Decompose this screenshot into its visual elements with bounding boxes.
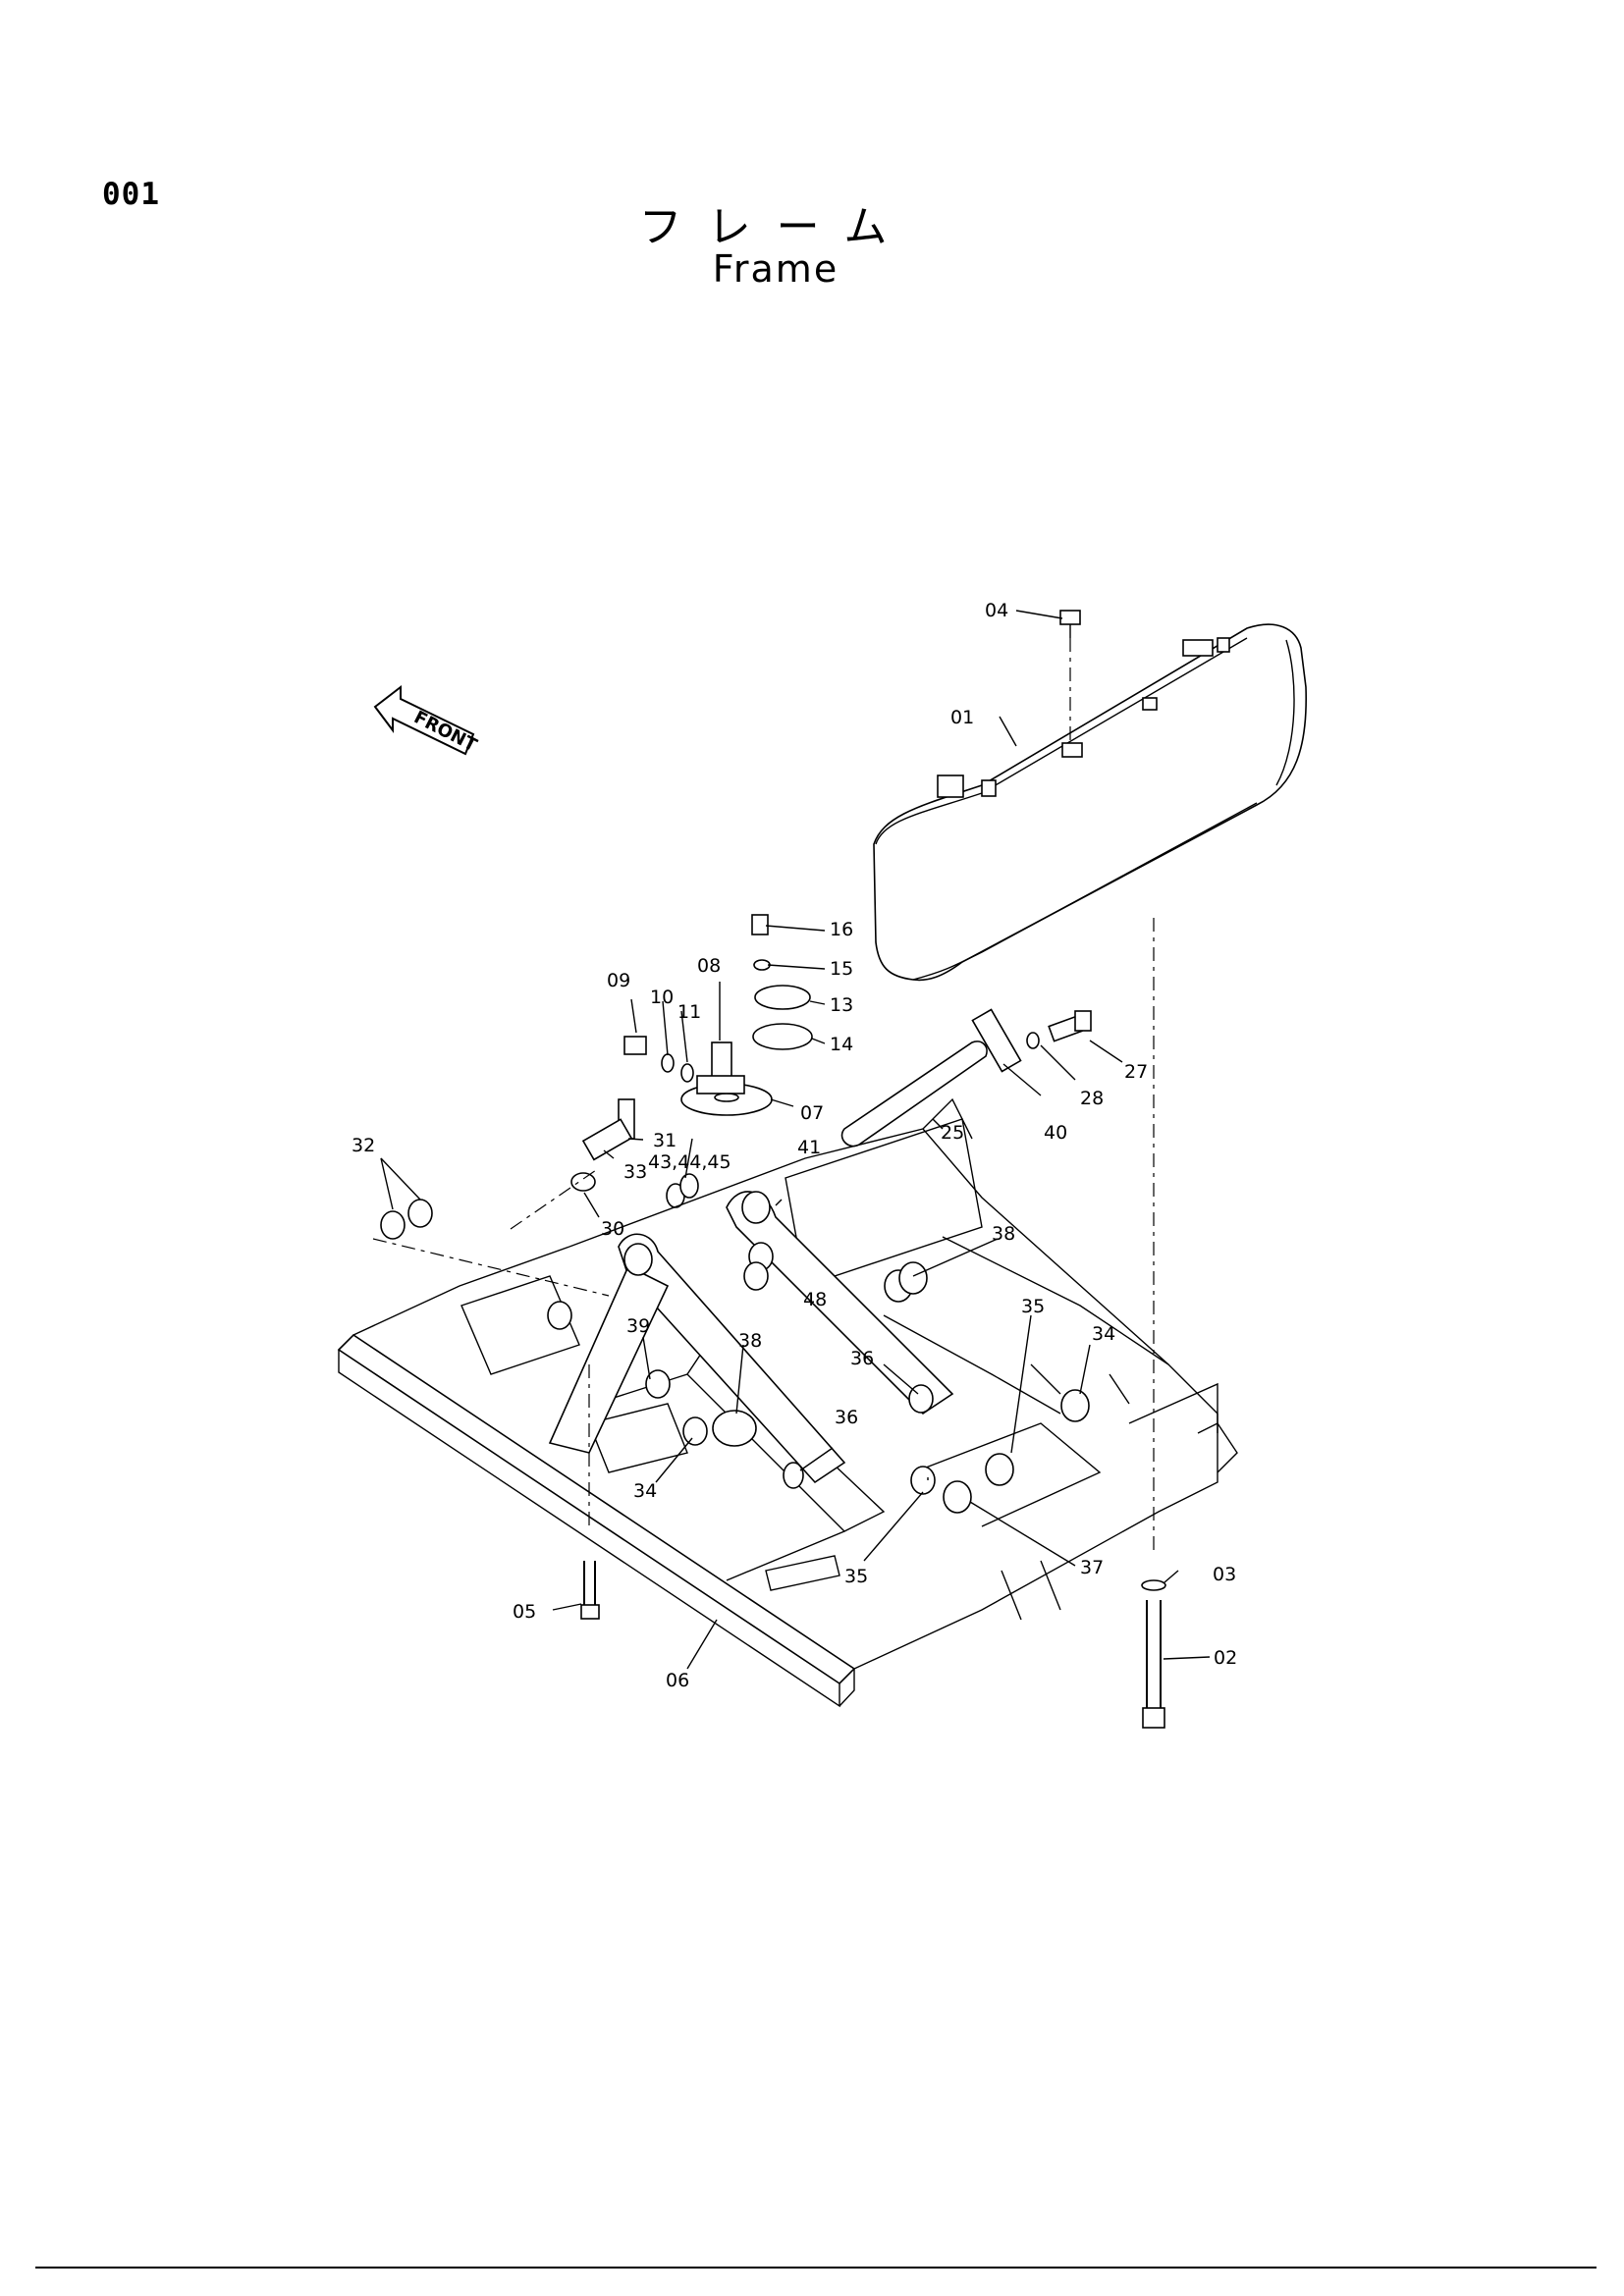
bolts-09-10-11 — [623, 1036, 694, 1083]
callout-06: 06 — [666, 1670, 689, 1691]
bolt-05 — [580, 1364, 600, 1620]
title-english: Frame — [712, 247, 839, 291]
callout-31: 31 — [653, 1130, 677, 1151]
front-arrow-icon: FRONT — [373, 684, 481, 757]
callout-43-44-45: 43,44,45 — [648, 1151, 731, 1173]
callout-10: 10 — [650, 987, 674, 1008]
callout-32: 32 — [352, 1135, 375, 1156]
callout-01: 01 — [950, 707, 974, 728]
callout-labels: 04 01 16 15 13 14 08 09 10 11 07 41 31 4… — [352, 600, 1237, 1691]
callout-33: 33 — [623, 1161, 647, 1183]
callout-08: 08 — [697, 955, 721, 977]
callout-36-upper: 36 — [850, 1348, 874, 1369]
callout-34-left: 34 — [633, 1480, 657, 1502]
callout-05: 05 — [513, 1601, 536, 1623]
bushings — [547, 1261, 1090, 1514]
bottom-rule — [35, 2267, 1597, 2269]
bolt-02 — [1141, 1579, 1166, 1729]
callout-41: 41 — [797, 1137, 821, 1158]
bolt-04 — [1059, 610, 1081, 746]
callout-36-lower: 36 — [835, 1407, 858, 1428]
bolt-31-33-30 — [372, 1098, 699, 1297]
callout-03: 03 — [1213, 1564, 1236, 1585]
callout-35-lower: 35 — [844, 1566, 868, 1587]
plate-13-14 — [751, 914, 813, 1050]
callout-40: 40 — [1044, 1122, 1067, 1144]
callout-02: 02 — [1214, 1647, 1237, 1669]
callout-11: 11 — [677, 1001, 701, 1023]
bolt-27 — [1026, 1010, 1092, 1049]
callout-38-upper: 38 — [992, 1223, 1015, 1245]
cap-07-08 — [680, 1041, 773, 1116]
callout-48: 48 — [803, 1289, 827, 1310]
main-frame — [337, 1097, 1238, 1708]
callout-09: 09 — [607, 970, 630, 991]
counterweight — [873, 623, 1308, 982]
callout-15: 15 — [830, 958, 853, 980]
callout-14: 14 — [830, 1034, 853, 1055]
callout-13: 13 — [830, 994, 853, 1016]
callout-30: 30 — [601, 1218, 624, 1240]
callout-25: 25 — [941, 1122, 964, 1144]
callout-07: 07 — [800, 1102, 824, 1124]
callout-27: 27 — [1124, 1061, 1148, 1083]
callout-35-upper: 35 — [1021, 1296, 1045, 1317]
callout-38-lower: 39 — [626, 1315, 650, 1337]
title-japanese: フレーム — [638, 202, 913, 252]
callout-leaders — [380, 610, 1211, 1670]
boom-bracket — [548, 1191, 954, 1484]
callout-28: 28 — [1080, 1088, 1104, 1109]
pin-25 — [840, 1008, 1022, 1148]
callout-39: 38 — [738, 1330, 762, 1352]
callout-04: 04 — [985, 600, 1008, 621]
callout-34-right: 34 — [1092, 1323, 1115, 1345]
callout-16: 16 — [830, 919, 853, 940]
callout-37: 37 — [1080, 1557, 1104, 1578]
page-number: 001 — [102, 177, 160, 212]
